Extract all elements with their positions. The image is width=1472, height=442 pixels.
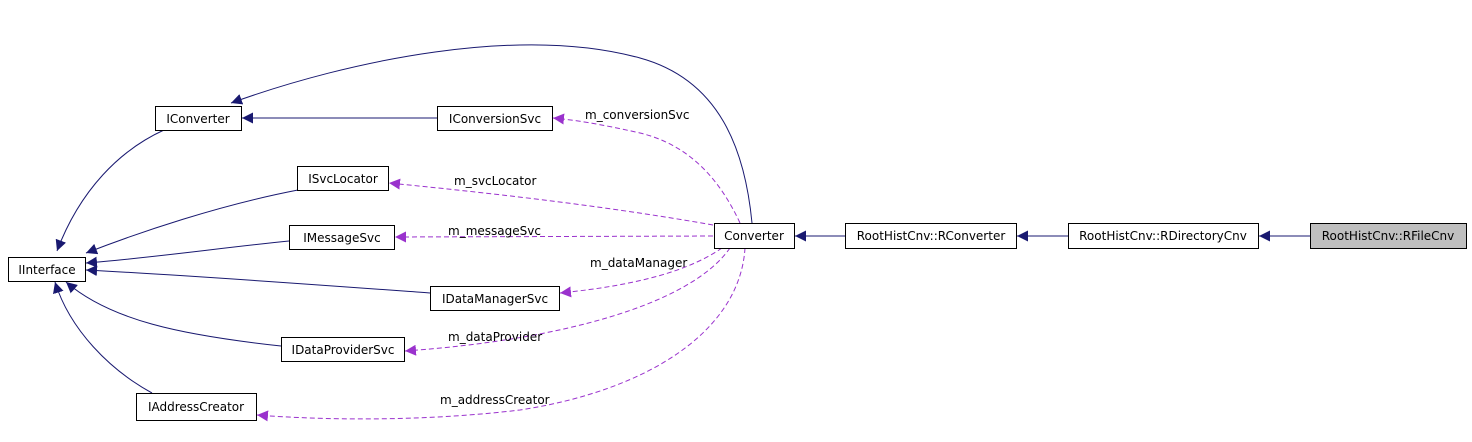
node-iconverter[interactable]: IConverter bbox=[155, 106, 242, 131]
edge-converter-to-idataprovidersvc bbox=[404, 247, 731, 356]
node-iconversionsvc[interactable]: IConversionSvc bbox=[437, 106, 553, 131]
edge-isvclocator-to-iinterface bbox=[85, 189, 299, 255]
node-rdirectorycnv[interactable]: RootHistCnv::RDirectoryCnv bbox=[1068, 223, 1259, 249]
edge-labels: m_conversionSvc m_svcLocator m_messageSv… bbox=[440, 108, 690, 407]
node-idataprovidersvc[interactable]: IDataProviderSvc bbox=[281, 337, 405, 362]
node-label-rdirectorycnv: RootHistCnv::RDirectoryCnv bbox=[1079, 229, 1247, 243]
edge-label-data-provider: m_dataProvider bbox=[448, 330, 542, 344]
edge-label-message-svc: m_messageSvc bbox=[448, 224, 541, 238]
edge-converter-to-imessagesvc bbox=[394, 231, 714, 243]
node-label-iinterface: IInterface bbox=[18, 263, 75, 277]
edge-label-address-creator: m_addressCreator bbox=[440, 393, 550, 407]
node-label-converter: Converter bbox=[724, 229, 784, 243]
node-converter[interactable]: Converter bbox=[714, 223, 795, 249]
node-label-isvclocator: ISvcLocator bbox=[308, 172, 378, 186]
edge-converter-to-idatamanagersvc bbox=[559, 247, 723, 298]
node-imessagesvc[interactable]: IMessageSvc bbox=[289, 225, 395, 250]
edge-imessagesvc-to-iinterface bbox=[85, 240, 290, 268]
node-label-iconversionsvc: IConversionSvc bbox=[449, 112, 541, 126]
node-label-iconverter: IConverter bbox=[166, 112, 229, 126]
node-iinterface[interactable]: IInterface bbox=[8, 257, 86, 282]
node-label-idatamanagersvc: IDataManagerSvc bbox=[442, 292, 548, 306]
node-label-idataprovidersvc: IDataProviderSvc bbox=[292, 343, 395, 357]
edge-converter-to-iaddresscreator bbox=[256, 247, 746, 422]
node-rfilecnv[interactable]: RootHistCnv::RFileCnv bbox=[1310, 223, 1467, 249]
edge-label-svc-locator: m_svcLocator bbox=[454, 174, 536, 188]
edge-converter-to-iconverter bbox=[230, 44, 753, 224]
node-isvclocator[interactable]: ISvcLocator bbox=[297, 166, 389, 191]
node-label-rfilecnv: RootHistCnv::RFileCnv bbox=[1322, 229, 1455, 243]
edge-idatamanagersvc-to-iinterface bbox=[85, 265, 431, 294]
node-rconverter[interactable]: RootHistCnv::RConverter bbox=[845, 223, 1017, 249]
node-label-iaddresscreator: IAddressCreator bbox=[148, 400, 244, 414]
node-label-rconverter: RootHistCnv::RConverter bbox=[857, 229, 1006, 243]
node-iaddresscreator[interactable]: IAddressCreator bbox=[136, 393, 257, 421]
edge-converter-to-isvclocator bbox=[388, 178, 714, 226]
edge-idataprovidersvc-to-iinterface bbox=[65, 281, 282, 347]
inheritance-edges bbox=[53, 44, 1310, 394]
node-label-imessagesvc: IMessageSvc bbox=[303, 231, 380, 245]
edge-converter-to-iconversionsvc bbox=[552, 113, 741, 224]
node-idatamanagersvc[interactable]: IDataManagerSvc bbox=[430, 286, 560, 311]
edge-iaddresscreator-to-iinterface bbox=[53, 281, 153, 394]
edge-label-conversion-svc: m_conversionSvc bbox=[585, 108, 690, 122]
edge-iconverter-to-iinterface bbox=[55, 129, 165, 252]
member-edges bbox=[256, 113, 746, 422]
edge-label-data-manager: m_dataManager bbox=[590, 256, 687, 270]
